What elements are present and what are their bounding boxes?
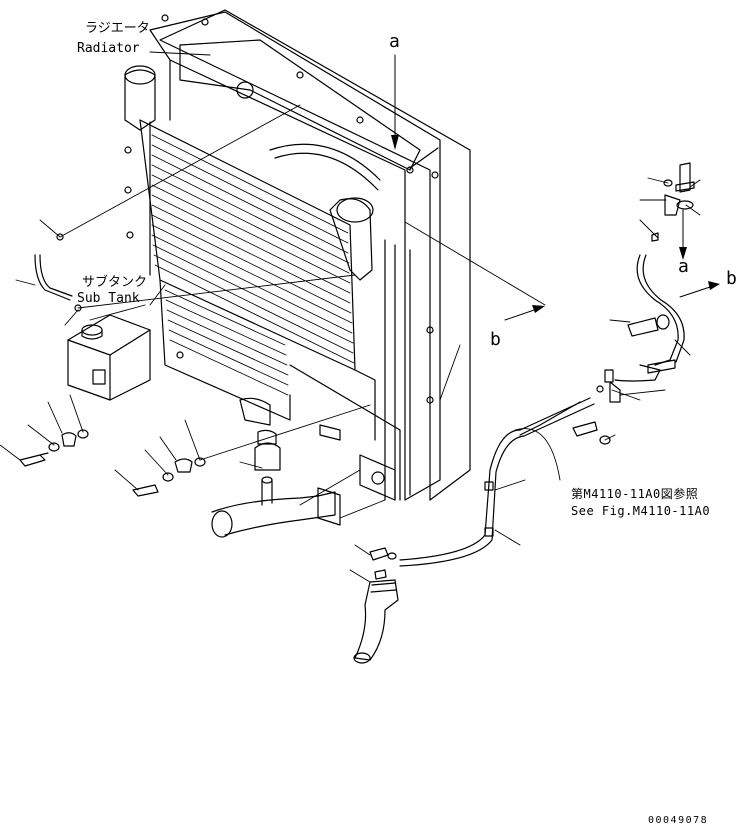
bottom-hose — [353, 579, 399, 664]
radiator-top-tank — [179, 39, 421, 171]
reference-note-en: See Fig.M4110-11A0 — [571, 504, 710, 518]
radiator-assembly — [124, 9, 471, 501]
subtank-label-jp: サブタンク — [82, 274, 147, 290]
drain-hose-assembly — [34, 194, 685, 567]
radiator-frame — [149, 11, 441, 501]
view-a-arrowhead — [391, 135, 399, 150]
view-b-label: b — [490, 329, 501, 350]
radiator-label-jp: ラジエータ — [85, 21, 150, 36]
radiator-inlet — [124, 69, 156, 131]
view-a-label: a — [389, 31, 400, 52]
view-a-arrowhead-2 — [679, 247, 687, 260]
view-a-label-right: a — [678, 256, 689, 277]
leader-lines — [0, 51, 701, 583]
view-b-arrowhead — [532, 305, 545, 313]
view-b-arrowhead-2 — [708, 281, 720, 290]
view-b-label-right: b — [726, 268, 737, 289]
drawing-code: 00049078 — [648, 815, 708, 826]
subtank-label-en: Sub Tank — [77, 291, 140, 306]
sub-tank — [67, 314, 151, 401]
view-arrows — [394, 54, 717, 321]
hardware — [19, 162, 695, 580]
radiator-fins — [151, 134, 355, 396]
radiator-label-en: Radiator — [77, 41, 140, 56]
radiator-shroud — [159, 9, 471, 501]
reference-note-jp: 第M4110-11A0図参照 — [571, 486, 698, 501]
upper-pipe — [329, 198, 373, 281]
lower-hose — [211, 429, 341, 538]
